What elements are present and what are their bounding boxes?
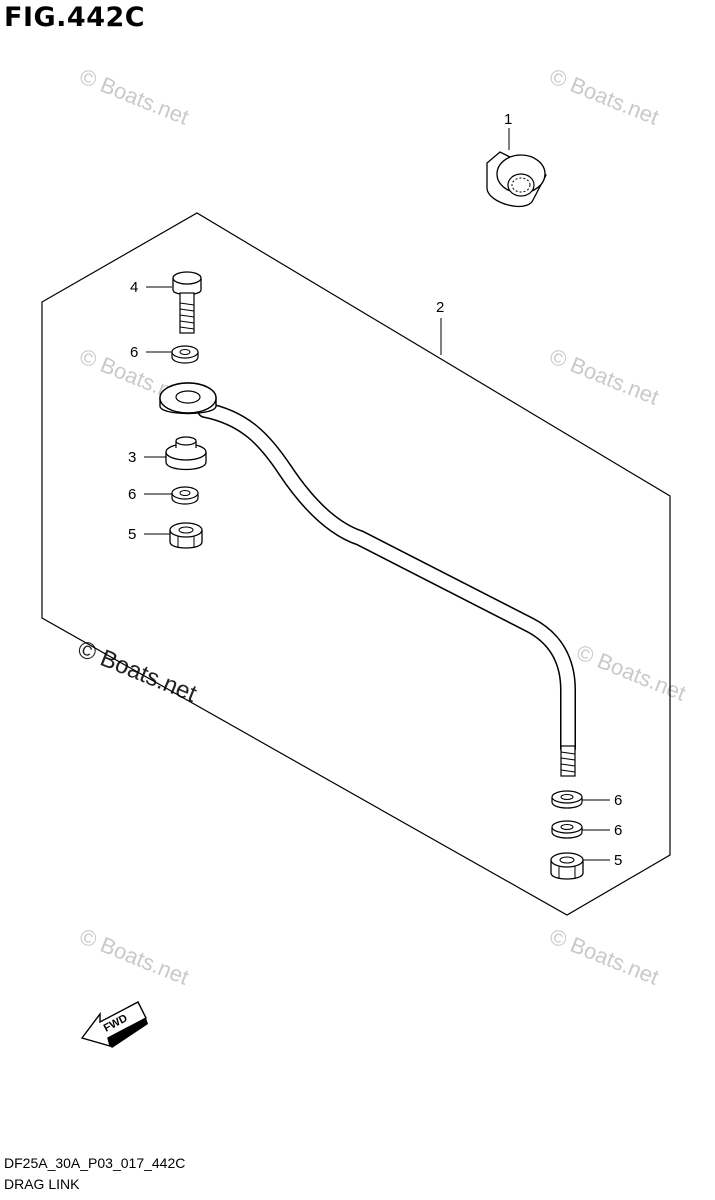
watermark: © Boats.net [573, 639, 689, 705]
assembly-frame [41, 212, 671, 916]
figure-title: FIG.442C [4, 2, 146, 33]
watermark: © Boats.net [76, 63, 192, 129]
bushing-part-3 [165, 436, 207, 471]
washer-part-6-mid [171, 486, 199, 505]
callout-part-5-left: 5 [128, 526, 136, 543]
callout-part-3: 3 [128, 449, 136, 466]
callouts: 1 2 4 6 3 6 5 6 6 5 [128, 111, 622, 869]
drawing-name: DRAG LINK [4, 1176, 80, 1192]
drag-link-rod [159, 382, 576, 777]
callout-part-6-mid: 6 [128, 486, 136, 503]
drawing-code: DF25A_30A_P03_017_442C [4, 1155, 186, 1171]
nut-part-5-left [169, 522, 203, 549]
leader-lines [144, 128, 610, 861]
watermark: © Boats.net [76, 923, 192, 989]
callout-part-4: 4 [130, 279, 138, 296]
watermark: © Boats.net [546, 923, 662, 989]
washer-part-6-right-b [551, 820, 583, 839]
watermark: © Boats.net [546, 343, 662, 409]
washer-part-6-right-a [551, 790, 583, 809]
washer-part-6-top [171, 345, 199, 364]
nut-part-1 [486, 151, 547, 208]
callout-part-6-right-b: 6 [614, 822, 622, 839]
callout-part-6-right-a: 6 [614, 792, 622, 809]
callout-part-1: 1 [504, 111, 512, 128]
bolt-part-4 [172, 271, 202, 334]
watermarks: © Boats.net © Boats.net © Boats.net © Bo… [74, 63, 690, 989]
callout-part-5-right: 5 [614, 852, 622, 869]
callout-part-2: 2 [436, 299, 444, 316]
nut-part-5-right [550, 852, 584, 880]
watermark: © Boats.net [546, 63, 662, 129]
fwd-arrow-icon: FWD [80, 1001, 148, 1048]
callout-part-6-top: 6 [130, 344, 138, 361]
